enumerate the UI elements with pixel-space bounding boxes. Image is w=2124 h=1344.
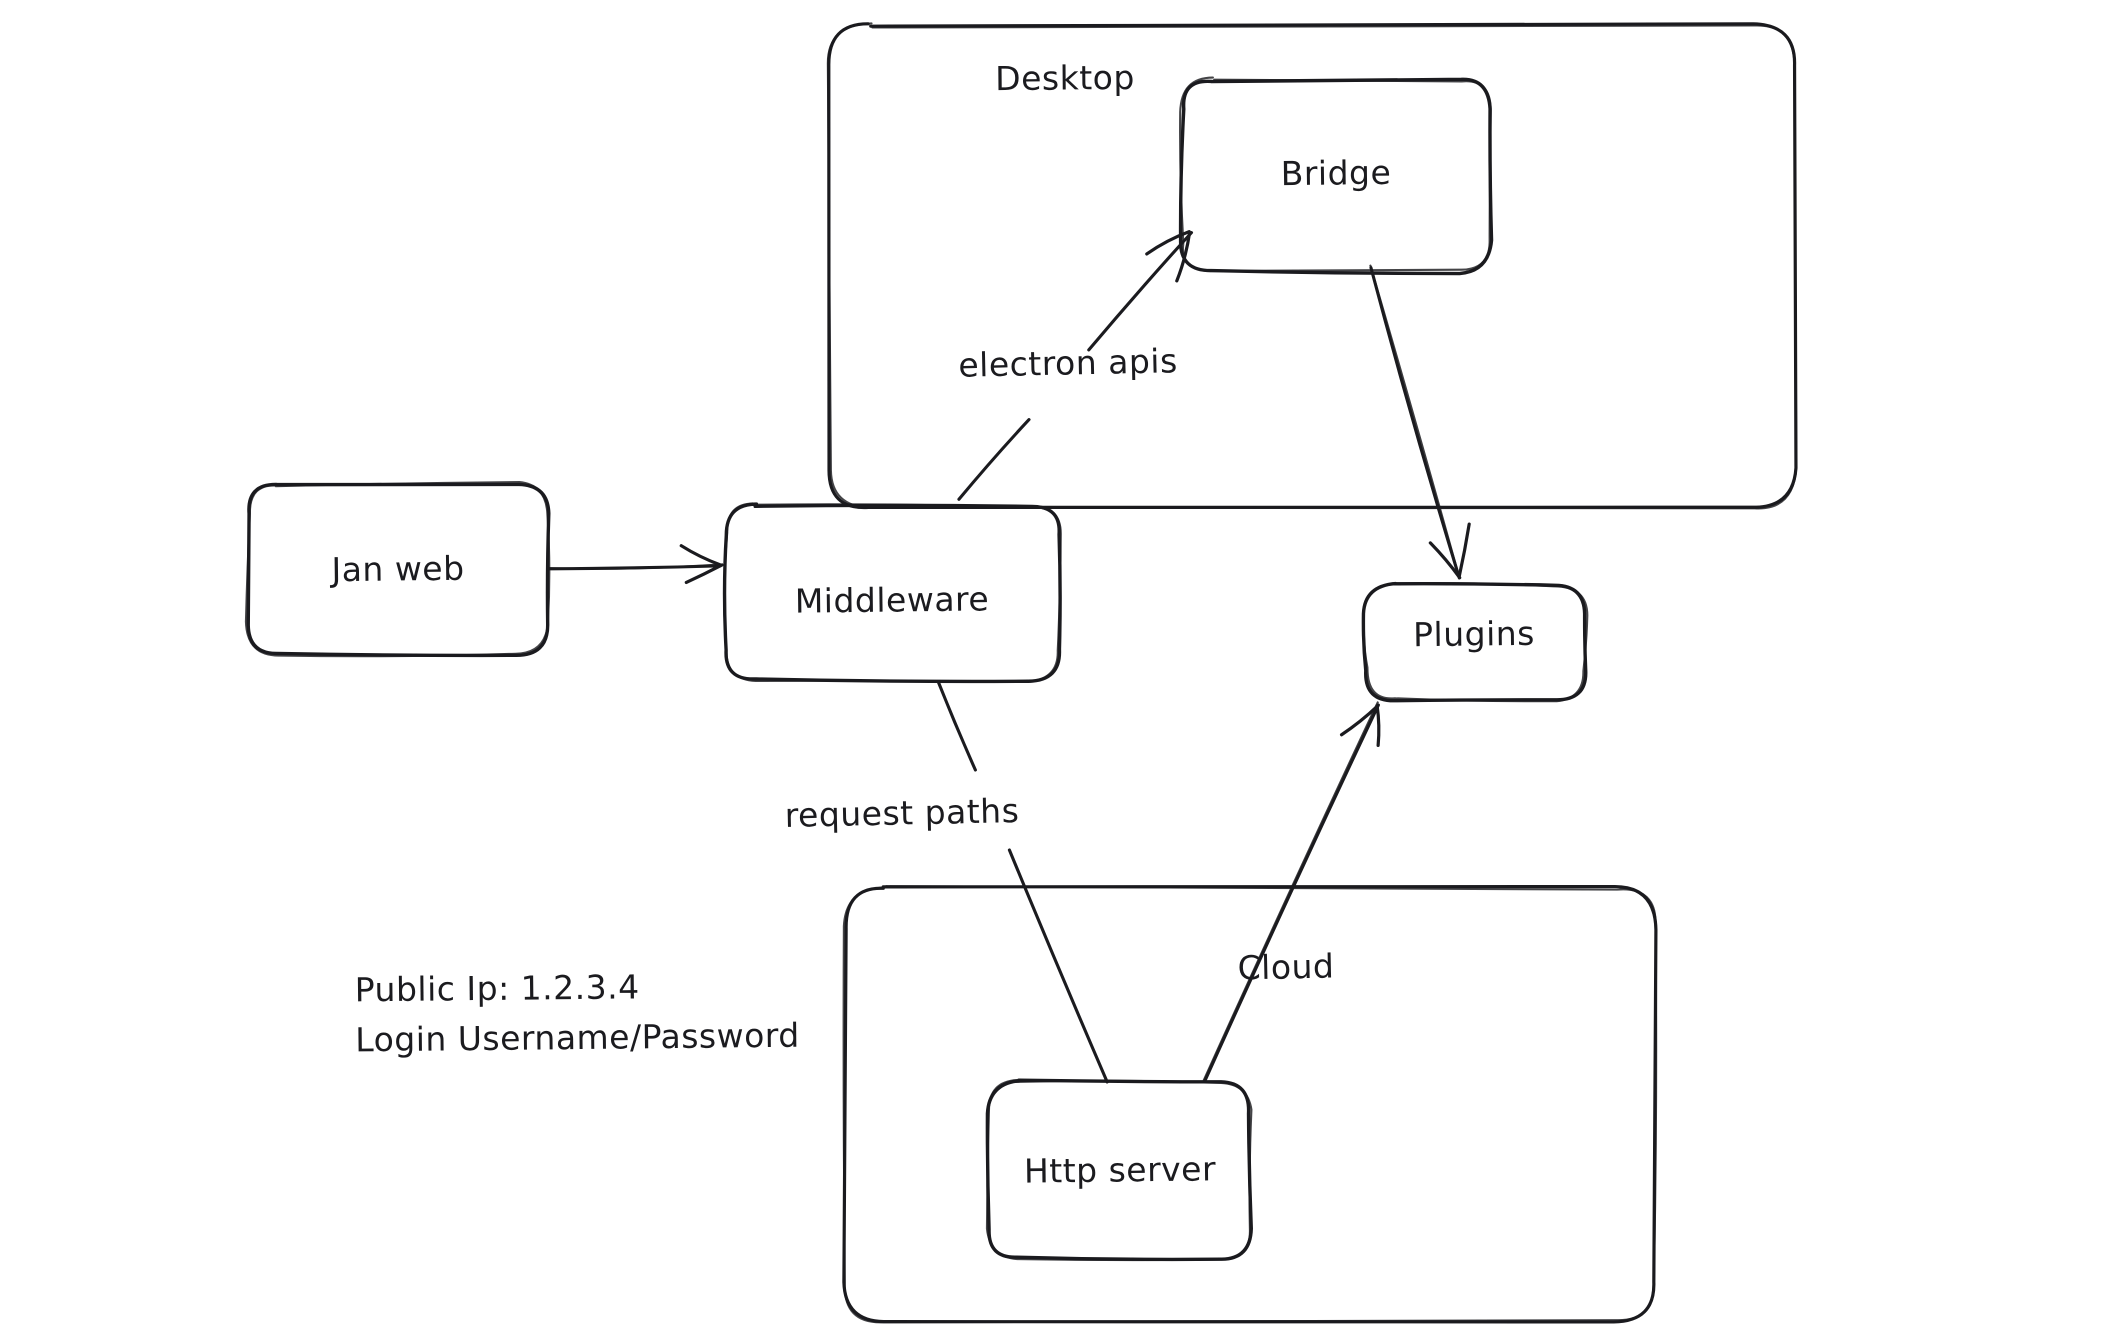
edge-web-to-middleware-seg1b [546, 563, 722, 570]
group-desktop-stroke-a [827, 22, 1798, 510]
group-label-desktop: Desktop [995, 57, 1135, 99]
edge-web-to-middleware-arrowhead-barb [684, 563, 724, 585]
node-plugins-stroke-b [1362, 581, 1589, 703]
edge-bridge-to-plugins-arrowhead-barb [1457, 522, 1471, 579]
edge-middleware-to-http[interactable] [936, 680, 1109, 1084]
edge-middleware-to-bridge-arrowhead-barb [1145, 229, 1191, 256]
edge-http-to-plugins-seg1b [1202, 701, 1379, 1082]
edge-web-to-middleware[interactable] [546, 563, 722, 571]
edge-http-to-plugins-arrowhead-barb [1339, 704, 1379, 737]
edge-web-to-middleware-arrowhead [679, 544, 724, 585]
node-bridge-stroke-b [1179, 76, 1492, 273]
node-middleware-stroke-b [723, 502, 1062, 683]
node-label-jan-web: Jan web [331, 548, 465, 590]
group-desktop[interactable] [826, 22, 1798, 510]
node-label-bridge: Bridge [1280, 152, 1392, 194]
note-line: Public Ip: 1.2.3.4 [354, 967, 640, 1010]
group-server-group-stroke-b [842, 885, 1658, 1324]
group-desktop-stroke-b [826, 22, 1798, 510]
node-label-http-server: Http server [1023, 1149, 1217, 1191]
edge-middleware-to-bridge-seg2 [1087, 231, 1194, 352]
edge-bridge-to-plugins-arrowhead [1428, 522, 1471, 580]
node-jan-web-stroke-b [244, 480, 551, 658]
edge-http-to-plugins-arrowhead [1339, 704, 1381, 747]
node-plugins[interactable] [1361, 581, 1589, 703]
node-jan-web-stroke-a [246, 482, 551, 658]
edge-http-to-plugins-arrowhead-barb [1375, 704, 1381, 747]
node-label-middleware: Middleware [794, 579, 990, 621]
node-label-plugins: Plugins [1412, 613, 1536, 655]
node-http-server[interactable] [985, 1078, 1253, 1262]
group-server-group[interactable] [842, 885, 1658, 1324]
edge-bridge-to-plugins-arrowhead-barb [1428, 541, 1462, 580]
edge-middleware-to-http-seg1 [936, 680, 977, 772]
node-bridge[interactable] [1178, 76, 1494, 276]
edge-bridge-to-plugins-seg1b [1369, 264, 1461, 579]
edge-label-middleware-to-http: request paths [784, 791, 1020, 835]
node-middleware[interactable] [722, 502, 1062, 684]
note-line: Login Username/Password [355, 1015, 800, 1060]
edge-http-to-plugins-seg1 [1203, 703, 1380, 1083]
edge-middleware-to-http-seg2 [1007, 848, 1109, 1084]
edge-bridge-to-plugins[interactable] [1369, 264, 1461, 580]
edge-middleware-to-bridge-seg1 [957, 418, 1031, 501]
edge-label-middleware-to-bridge: electron apis [957, 341, 1179, 385]
edge-http-to-plugins[interactable] [1202, 701, 1380, 1083]
node-http-server-stroke-b [985, 1078, 1253, 1262]
node-jan-web[interactable] [244, 480, 551, 658]
edge-web-to-middleware-arrowhead-barb [679, 544, 722, 567]
edge-label-http-to-plugins: Cloud [1237, 946, 1335, 988]
